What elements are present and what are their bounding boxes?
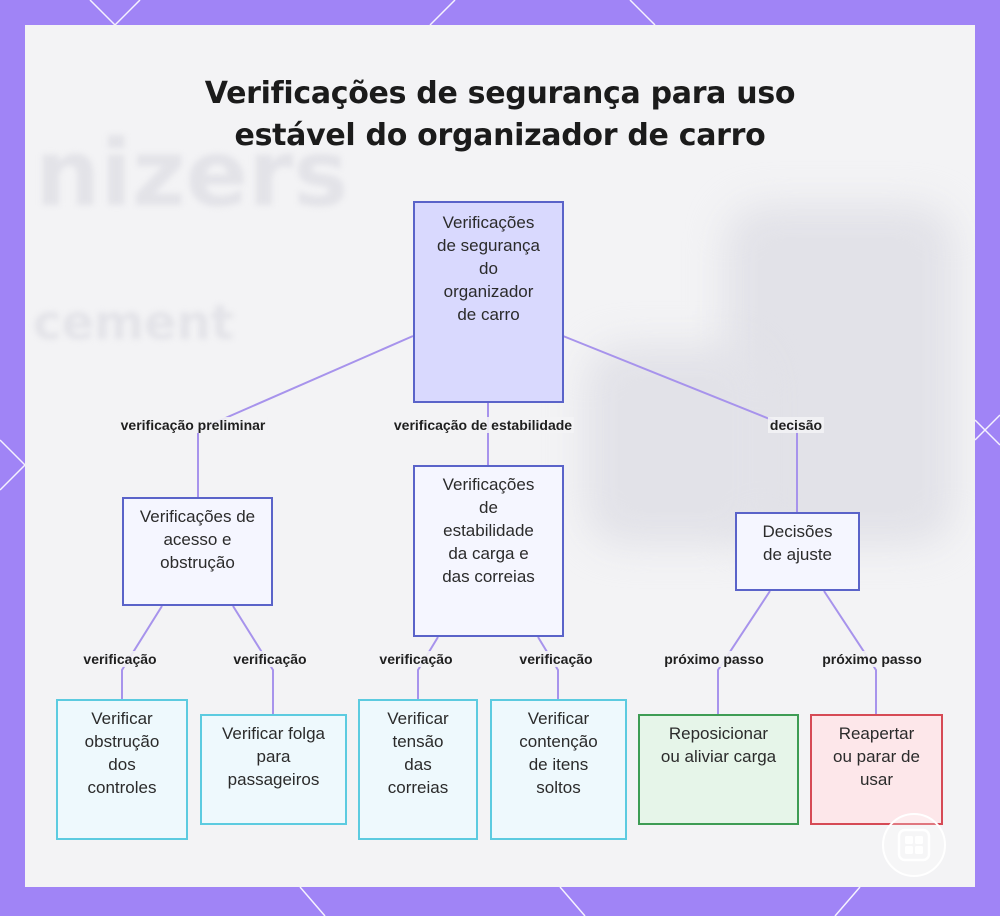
node-check-passengers[interactable]: Verificar folga para passageiros	[200, 714, 347, 825]
node-retighten-or-stop[interactable]: Reapertar ou parar de usar	[810, 714, 943, 825]
node-label: Reapertar ou parar de usar	[831, 722, 923, 791]
node-check-loose-items[interactable]: Verificar contenção de itens soltos	[490, 699, 627, 840]
node-root-safety-checks[interactable]: Verificações de segurança do organizador…	[413, 201, 564, 403]
edge-label-check-loose: verificação	[517, 651, 594, 667]
edge-label-stability: verificação de estabilidade	[392, 417, 574, 433]
edge-stability-straps	[418, 637, 438, 699]
edge-label-check-controls: verificação	[81, 651, 158, 667]
app-grid-glyph	[897, 828, 931, 862]
node-label: Verificar obstrução dos controles	[72, 707, 172, 799]
node-label: Verificar contenção de itens soltos	[509, 707, 609, 799]
node-label: Decisões de ajuste	[753, 520, 843, 566]
edge-root-decisions	[563, 336, 797, 512]
node-label: Reposicionar ou aliviar carga	[660, 722, 778, 768]
edge-label-decision: decisão	[768, 417, 824, 433]
node-adjust-decisions[interactable]: Decisões de ajuste	[735, 512, 860, 591]
edge-label-check-straps: verificação	[377, 651, 454, 667]
edge-label-next-retighten: próximo passo	[820, 651, 924, 667]
node-label: Verificações de estabilidade da carga e …	[433, 473, 545, 588]
node-label: Verificar tensão das correias	[378, 707, 458, 799]
edge-label-check-passengers: verificação	[231, 651, 308, 667]
app-grid-icon	[882, 813, 946, 877]
edge-stability-loose	[538, 637, 558, 699]
node-check-controls[interactable]: Verificar obstrução dos controles	[56, 699, 188, 840]
edge-label-preliminary: verificação preliminar	[119, 417, 268, 433]
node-access-obstruction[interactable]: Verificações de acesso e obstrução	[122, 497, 273, 606]
node-check-straps[interactable]: Verificar tensão das correias	[358, 699, 478, 840]
node-label: Verificações de acesso e obstrução	[134, 505, 262, 574]
edge-label-next-reposition: próximo passo	[662, 651, 766, 667]
node-label: Verificar folga para passageiros	[218, 722, 330, 791]
node-load-stability[interactable]: Verificações de estabilidade da carga e …	[413, 465, 564, 637]
node-reposition-load[interactable]: Reposicionar ou aliviar carga	[638, 714, 799, 825]
node-label: Verificações de segurança do organizador…	[436, 211, 541, 326]
